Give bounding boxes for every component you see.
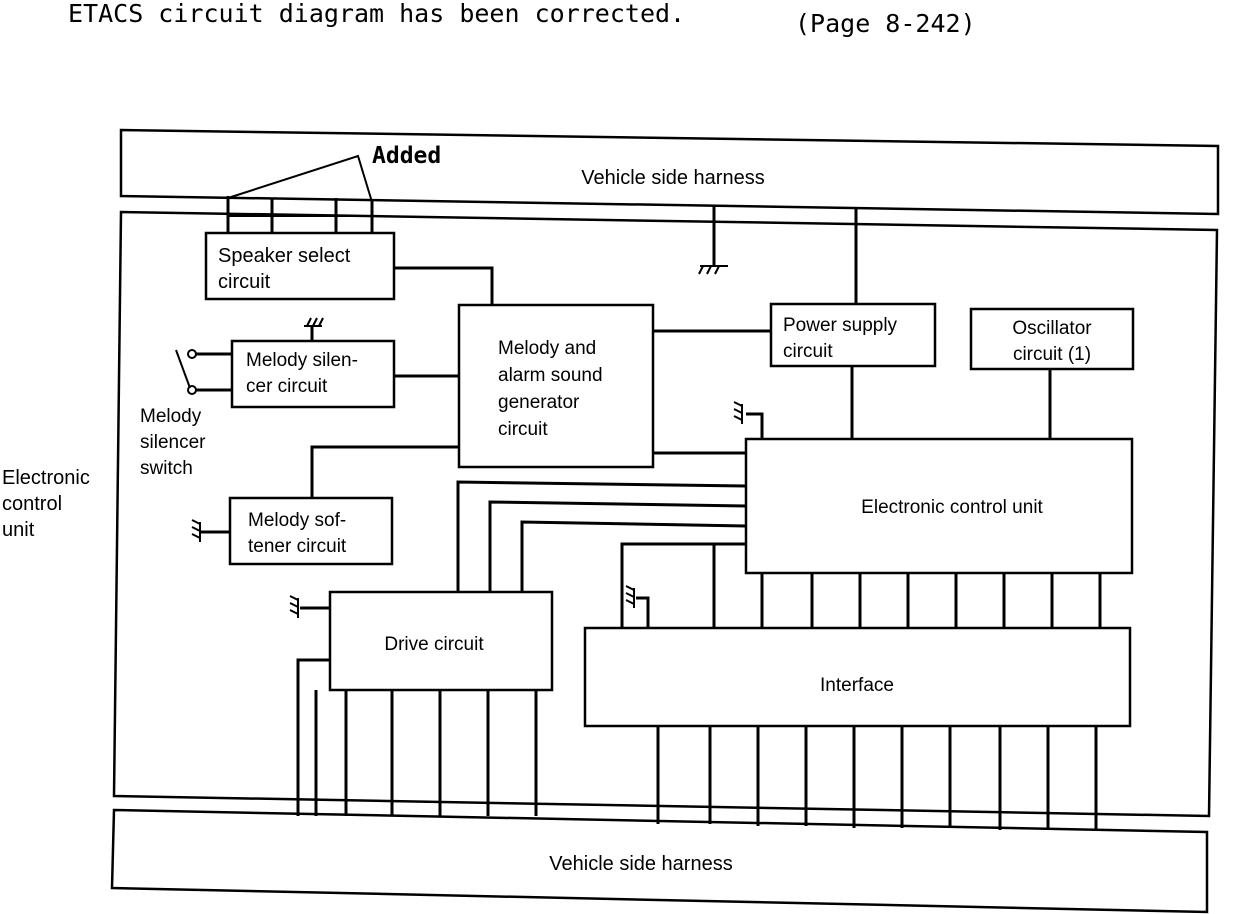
ecu-ground	[733, 401, 764, 439]
switch-label-line-2: silencer	[140, 432, 206, 453]
electronic-control-unit	[744, 437, 1134, 575]
oscillator-line-2: circuit (1)	[1013, 344, 1091, 365]
ecu-inner-label: Electronic control unit	[861, 497, 1043, 518]
ecu-label-line-1: Electronic	[2, 467, 90, 489]
oscillator-line-1: Oscillator	[1012, 318, 1092, 339]
melody-silencer-ground	[304, 317, 324, 342]
melody-silencer-line-2: cer circuit	[246, 376, 328, 397]
speaker-select-line-1: Speaker select	[218, 245, 351, 267]
interface-ground	[625, 585, 650, 628]
bottom-harness-label: Vehicle side harness	[549, 853, 732, 875]
switch-label-line-1: Melody	[140, 406, 202, 427]
harness-ground	[698, 206, 728, 275]
melody-silencer-switch	[175, 349, 232, 395]
melody-silencer-line-1: Melody silen-	[246, 350, 358, 371]
bottom-harness-box	[110, 808, 1209, 914]
oscillator-circuit	[969, 307, 1135, 371]
melody-alarm-line-2: alarm sound	[498, 365, 603, 386]
melody-softener-line-1: Melody sof-	[248, 510, 346, 531]
power-supply-line-2: circuit	[783, 341, 833, 362]
top-harness-label: Vehicle side harness	[581, 167, 764, 189]
correction-note: ETACS circuit diagram has been corrected…	[68, 0, 685, 28]
ecu-label-line-3: unit	[2, 519, 35, 541]
power-supply-circuit	[769, 302, 937, 368]
ecu-outer-label: Electronic control unit	[2, 467, 90, 541]
added-annotation: Added	[372, 143, 441, 169]
drive-circuit	[328, 590, 554, 692]
interface-label: Interface	[820, 675, 894, 696]
added-pointer-lines	[227, 154, 373, 203]
ecu-outer-boundary	[112, 210, 1219, 818]
power-supply-line-1: Power supply	[783, 315, 898, 336]
interconnect-wiring	[296, 208, 1102, 830]
drive-circuit-ground	[289, 595, 330, 618]
melody-alarm-line-1: Melody and	[498, 338, 596, 359]
melody-silencer-circuit	[230, 339, 396, 409]
speaker-select-harness-wires	[226, 196, 374, 234]
ecu-label-line-2: control	[2, 493, 62, 515]
interface-block	[583, 626, 1132, 728]
melody-alarm-generator-circuit	[457, 303, 655, 469]
melody-alarm-line-4: circuit	[498, 419, 548, 440]
page-reference: (Page 8-242)	[795, 9, 976, 38]
switch-label-line-3: switch	[140, 458, 193, 479]
speaker-select-line-2: circuit	[218, 271, 271, 293]
drive-circuit-label: Drive circuit	[384, 634, 484, 655]
melody-alarm-line-3: generator	[498, 392, 580, 413]
speaker-select-circuit	[204, 231, 396, 301]
melody-softener-ground	[191, 519, 230, 542]
melody-softener-line-2: tener circuit	[248, 536, 347, 557]
top-harness-box	[119, 128, 1220, 216]
